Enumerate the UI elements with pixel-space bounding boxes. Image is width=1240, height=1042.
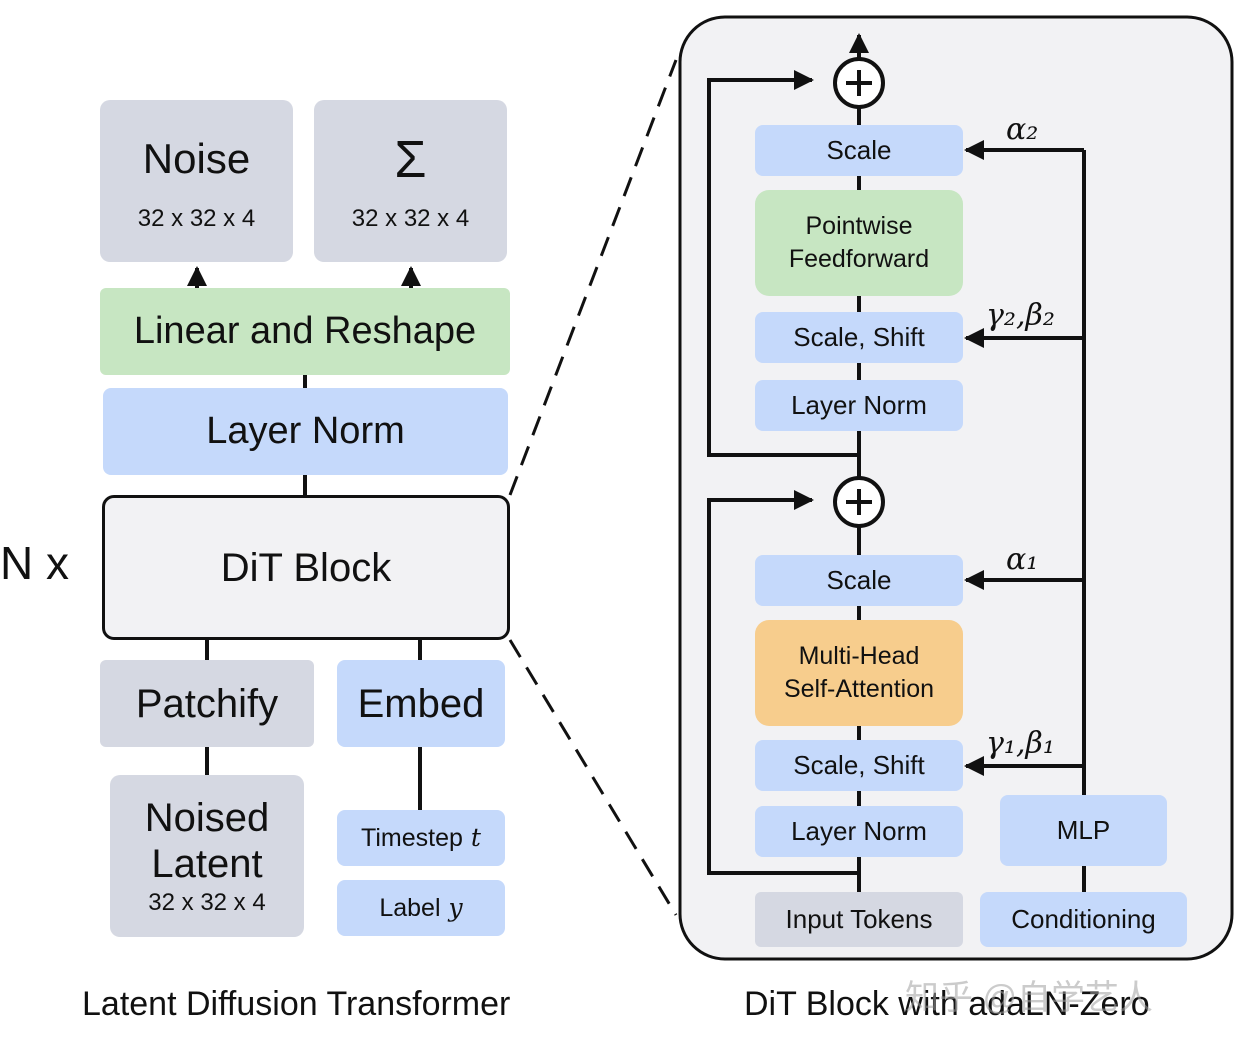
mlp-label: MLP — [1056, 814, 1111, 845]
noised-latent-dims: 32 x 32 x 4 — [148, 889, 266, 917]
feedforward-line2: Feedforward — [788, 245, 930, 273]
attention-box: Multi-Head Self-Attention — [755, 620, 963, 726]
attention-line2: Self-Attention — [783, 675, 935, 703]
alpha1-label: α₁ — [1006, 542, 1039, 577]
watermark: 知乎 @自学艺人 — [905, 979, 1153, 1017]
embed-box: Embed — [337, 660, 505, 747]
input-tokens-box: Input Tokens — [755, 892, 963, 947]
timestep-box: Timestep t — [337, 810, 505, 866]
noised-latent-box: Noised Latent 32 x 32 x 4 — [110, 775, 304, 937]
residual-add-top-icon — [833, 57, 885, 109]
noise-title: Noise — [142, 135, 251, 183]
repeat-label: N x — [0, 537, 69, 589]
layer-norm-top-label: Layer Norm — [791, 389, 927, 420]
noised-latent-line1: Noised — [144, 796, 270, 841]
noise-dims: 32 x 32 x 4 — [137, 205, 256, 233]
mlp-box: MLP — [1000, 795, 1167, 866]
layer-norm-label: Layer Norm — [206, 409, 405, 452]
gamma-beta1-label: γ₁,β₁ — [986, 726, 1055, 761]
zoom-line-bottom — [508, 639, 678, 916]
dit-block-box: DiT Block — [102, 495, 510, 640]
input-tokens-label: Input Tokens — [785, 903, 933, 934]
sigma-title: Σ — [394, 131, 427, 190]
feedforward-line1: Pointwise — [805, 212, 913, 241]
scale-shift-bottom-label: Scale, Shift — [793, 749, 925, 780]
scale-top-box: Scale — [755, 125, 963, 176]
linear-reshape-box: Linear and Reshape — [100, 288, 510, 375]
gamma-beta2-label: γ₂,β₂ — [986, 298, 1055, 333]
label-box: Label y — [337, 880, 505, 936]
sigma-output-box: Σ 32 x 32 x 4 — [314, 100, 507, 262]
embed-label: Embed — [357, 681, 485, 726]
label-label: Label — [379, 893, 441, 922]
noise-output-box: Noise 32 x 32 x 4 — [100, 100, 293, 262]
feedforward-box: Pointwise Feedforward — [755, 190, 963, 296]
timestep-label: Timestep — [361, 823, 463, 852]
scale-bottom-label: Scale — [826, 564, 892, 595]
timestep-var: t — [470, 822, 481, 852]
noised-latent-line2: Latent — [151, 842, 263, 887]
left-caption: Latent Diffusion Transformer — [82, 985, 511, 1023]
scale-shift-bottom-box: Scale, Shift — [755, 740, 963, 791]
conditioning-box: Conditioning — [980, 892, 1187, 947]
attention-line1: Multi-Head — [798, 642, 920, 671]
scale-shift-top-box: Scale, Shift — [755, 312, 963, 363]
sigma-dims: 32 x 32 x 4 — [351, 205, 470, 233]
patchify-box: Patchify — [100, 660, 314, 747]
scale-bottom-box: Scale — [755, 555, 963, 606]
layer-norm-bottom-label: Layer Norm — [791, 815, 927, 846]
dit-block-label: DiT Block — [220, 545, 392, 590]
conditioning-label: Conditioning — [1011, 903, 1156, 934]
right-caption: DiT Block with adaLN-Zero — [744, 985, 1150, 1023]
linear-reshape-label: Linear and Reshape — [133, 309, 477, 352]
layer-norm-box: Layer Norm — [103, 388, 508, 475]
layer-norm-bottom-box: Layer Norm — [755, 806, 963, 857]
label-var: y — [448, 892, 463, 922]
scale-top-label: Scale — [826, 134, 892, 165]
patchify-label: Patchify — [135, 681, 279, 726]
zoom-line-top — [508, 59, 678, 496]
layer-norm-top-box: Layer Norm — [755, 380, 963, 431]
alpha2-label: α₂ — [1006, 112, 1039, 147]
scale-shift-top-label: Scale, Shift — [793, 321, 925, 352]
residual-add-bottom-icon — [833, 476, 885, 528]
